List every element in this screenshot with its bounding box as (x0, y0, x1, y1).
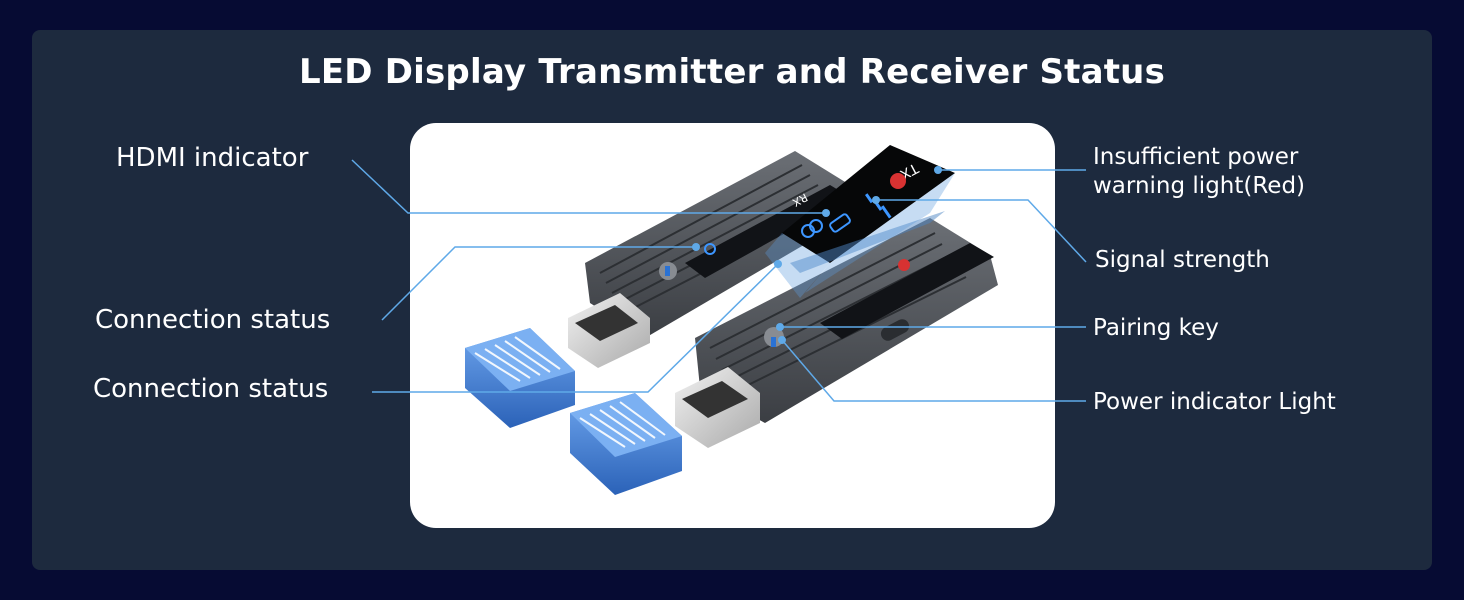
device-illustration: TX RX (465, 145, 998, 495)
power-leader (781, 339, 1086, 402)
label-insufficient-power-line1: Insufficient power (1093, 144, 1299, 170)
rx-label: RX (790, 190, 810, 209)
connection1-leader (381, 246, 696, 321)
label-signal-strength: Signal strength (1095, 247, 1270, 273)
hdmi-cap-1 (465, 328, 575, 428)
label-pairing-key: Pairing key (1093, 315, 1219, 341)
hdmi-cap-2 (570, 393, 682, 495)
hdmi-leader (351, 159, 826, 214)
tx-dongle (675, 218, 998, 448)
hdmi-icon (829, 213, 851, 233)
product-photo: TX RX (410, 123, 1055, 528)
warning-light-icon (890, 173, 906, 189)
label-connection-status-1: Connection status (95, 305, 331, 335)
signal-leader (876, 199, 1087, 263)
label-insufficient-power-line2: warning light(Red) (1093, 173, 1306, 199)
display-closeup: TX (765, 145, 955, 298)
connection2-leader (372, 263, 779, 393)
page-title: LED Display Transmitter and Receiver Sta… (298, 52, 1166, 92)
label-power-indicator: Power indicator Light (1093, 389, 1336, 415)
label-hdmi-indicator: HDMI indicator (116, 143, 309, 173)
label-connection-status-2: Connection status (93, 374, 329, 404)
